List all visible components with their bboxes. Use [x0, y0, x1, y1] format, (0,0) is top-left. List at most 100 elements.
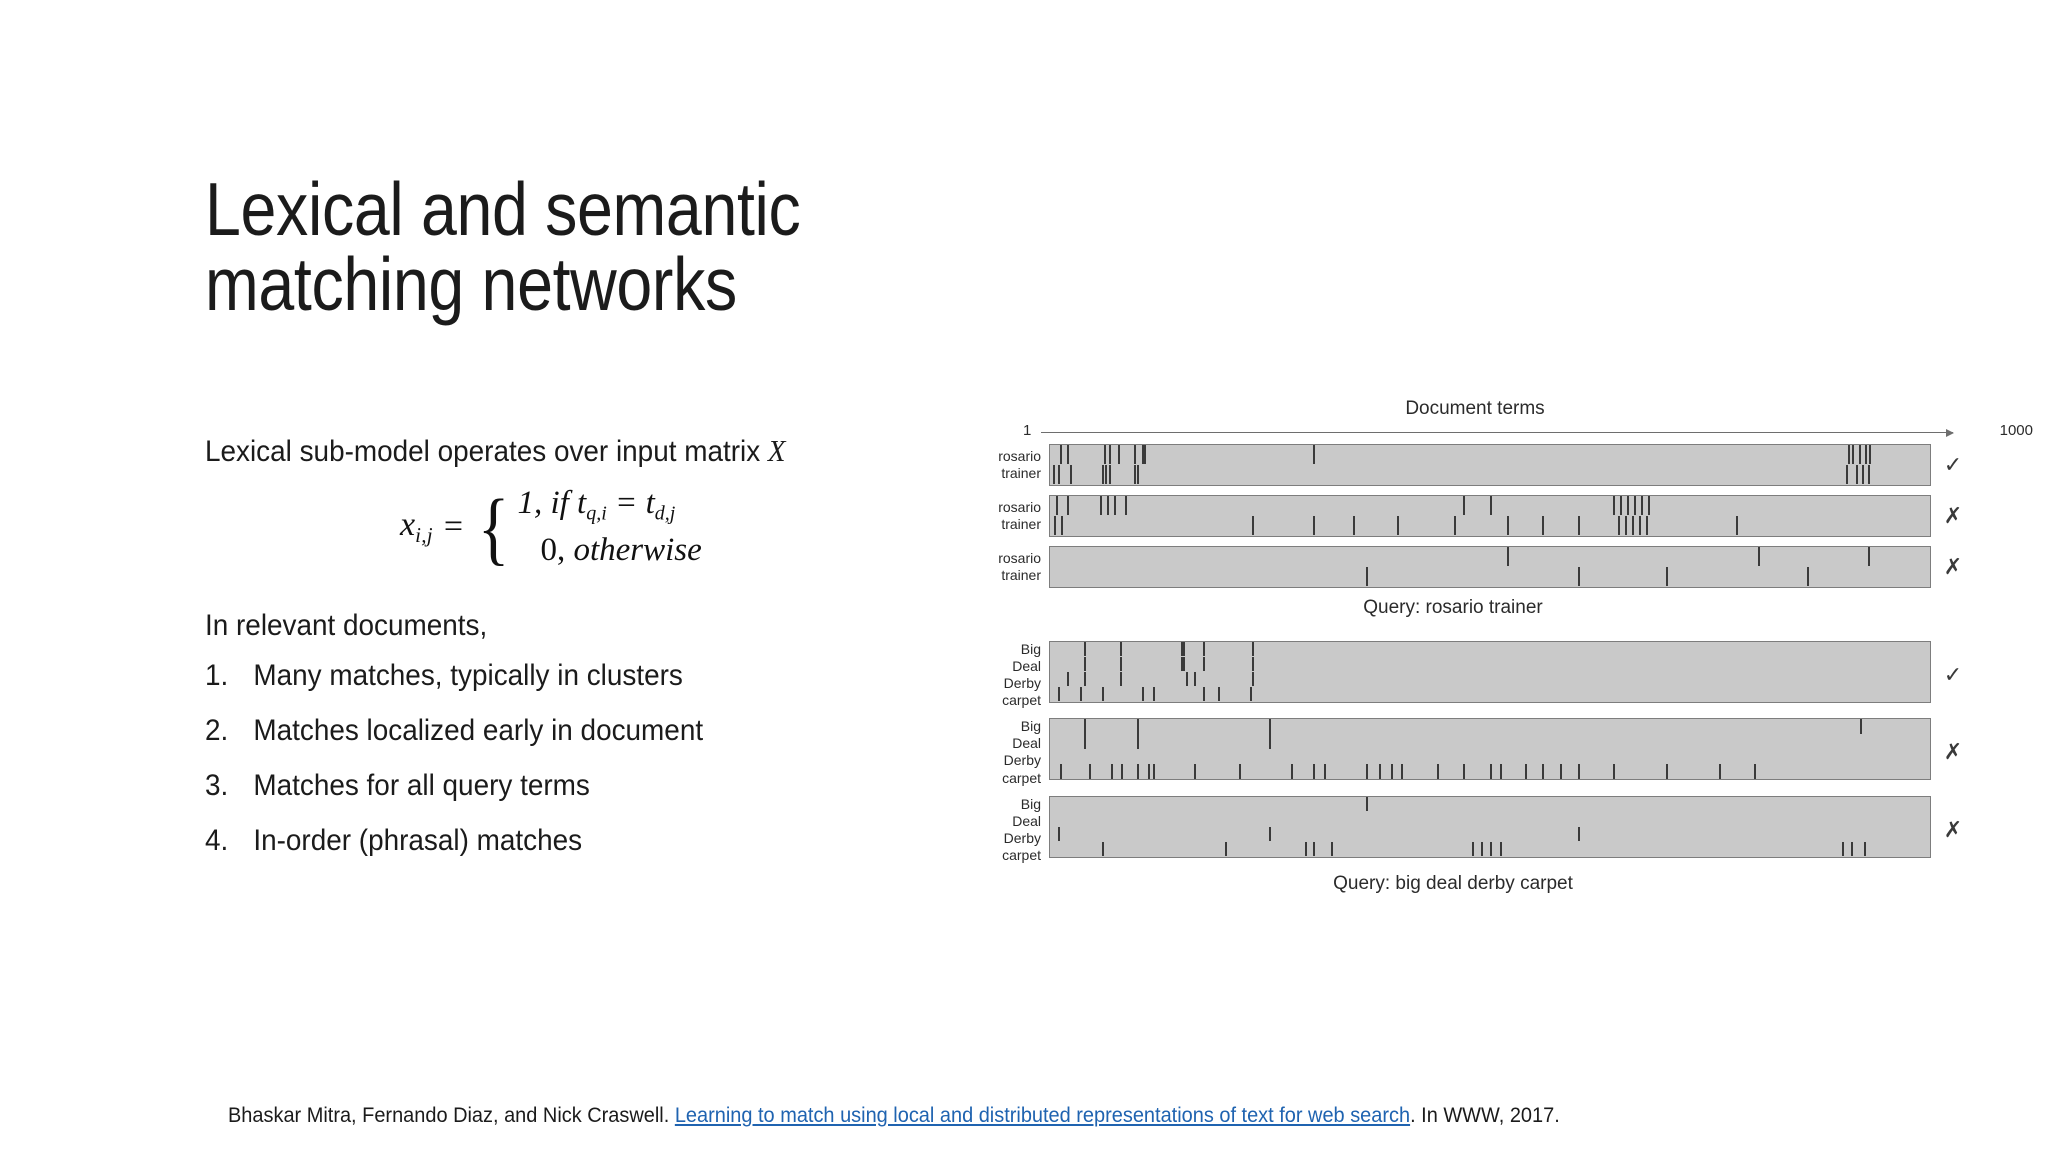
match-tick [1110, 764, 1113, 779]
match-tick [1133, 445, 1136, 464]
list-item: 1. Many matches, typically in clusters [205, 659, 865, 693]
match-tick [1736, 516, 1739, 535]
query-term-label: Big [1020, 795, 1041, 812]
match-tick [1507, 547, 1510, 566]
citation-link[interactable]: Learning to match using local and distri… [674, 1104, 1411, 1127]
query-term-label: Deal [1012, 812, 1041, 829]
match-tick [1304, 841, 1307, 856]
document-terms-axis: Document terms 1 1000 [975, 398, 2033, 444]
match-tick [1480, 841, 1483, 856]
table-row: rosario trainer ✓ [975, 444, 1975, 486]
list-item-number: 4. [205, 824, 229, 858]
match-tick [1084, 719, 1087, 734]
match-tick [1137, 734, 1140, 749]
query-term-label: rosario [998, 498, 1041, 515]
match-tick [1124, 496, 1127, 515]
table-row: Big Deal Derby carpet ✗ [975, 718, 1975, 786]
match-tick [1119, 672, 1122, 687]
query-caption: Query: big deal derby carpet [1333, 872, 1573, 894]
row-term-labels: Big Deal Derby carpet [975, 641, 1049, 709]
match-tick [1059, 445, 1062, 464]
match-strip [1049, 795, 1931, 858]
match-tick [1648, 496, 1651, 515]
match-tick [1864, 445, 1867, 464]
match-tick [1183, 642, 1185, 657]
list-item: 3. Matches for all query terms [205, 769, 865, 803]
match-tick [1331, 841, 1333, 856]
list-item-number: 2. [205, 714, 229, 748]
match-tick [1577, 567, 1580, 586]
match-tick [1463, 764, 1466, 779]
match-tick [1066, 496, 1069, 515]
list-item: 2. Matches localized early in document [205, 714, 865, 748]
match-tick [1088, 764, 1091, 779]
match-tick [1225, 841, 1228, 856]
match-tick [1577, 516, 1580, 535]
list-item-label: In-order (phrasal) matches [253, 824, 583, 858]
query-term-label: Derby [1003, 675, 1041, 692]
match-tick [1758, 547, 1761, 566]
match-tick [1183, 657, 1185, 672]
match-tick [1463, 496, 1466, 515]
equation-lhs: xi,j [400, 506, 433, 548]
query-term-label: trainer [1001, 465, 1041, 481]
match-tick [1057, 826, 1060, 841]
match-tick [1862, 465, 1865, 484]
match-strip [1049, 546, 1931, 588]
match-tick [1109, 445, 1112, 464]
match-tick [1507, 516, 1510, 535]
match-tick [1856, 465, 1858, 484]
match-tick [1858, 445, 1861, 464]
list-item-label: Matches for all query terms [253, 769, 590, 803]
query-group-rosario-trainer: rosario trainer ✓ rosario trainer ✗ rosa… [975, 444, 1975, 619]
match-tick [1251, 642, 1254, 657]
match-tick [1084, 657, 1087, 672]
match-tick [1366, 764, 1369, 779]
match-tick [1366, 796, 1369, 811]
match-tick [1863, 841, 1866, 856]
list-item-label: Matches localized early in document [253, 714, 704, 748]
match-tick [1203, 642, 1206, 657]
match-tick [1524, 764, 1527, 779]
match-tick [1852, 445, 1855, 464]
match-tick [1181, 657, 1184, 672]
query-term-label: rosario [998, 447, 1041, 464]
query-term-label: carpet [1002, 769, 1041, 786]
match-tick [1137, 719, 1140, 734]
match-tick [1084, 734, 1087, 749]
match-tick [1632, 516, 1635, 535]
match-tick [1542, 516, 1545, 535]
list-item-number: 1. [205, 659, 229, 693]
match-tick [1542, 764, 1545, 779]
match-tick [1868, 465, 1871, 484]
lead-matrix-symbol: X [767, 433, 786, 468]
match-tick [1057, 465, 1060, 484]
match-tick [1612, 496, 1615, 515]
table-row: rosario trainer ✗ [975, 495, 1975, 537]
match-tick [1436, 764, 1439, 779]
match-tick [1850, 841, 1853, 856]
row-term-labels: Big Deal Derby carpet [975, 796, 1049, 864]
equation-lhs-sub: i,j [415, 523, 433, 547]
match-tick [1052, 465, 1055, 484]
match-tick [1366, 567, 1369, 586]
status-badge: ✓ [1943, 452, 1963, 477]
match-tick [1066, 672, 1069, 687]
table-row: rosario trainer ✗ [975, 546, 1975, 588]
citation-footer: Bhaskar Mitra, Fernando Diaz, and Nick C… [228, 1104, 1843, 1128]
table-row: Big Deal Derby carpet ✗ [975, 795, 1975, 864]
match-tick [1251, 657, 1254, 672]
match-tick [1203, 657, 1206, 672]
match-tick [1634, 496, 1637, 515]
match-tick [1059, 764, 1062, 779]
status-badge: ✓ [1943, 662, 1963, 688]
match-tick [1251, 672, 1254, 687]
citation-venue: . In WWW, 2017. [1410, 1104, 1560, 1127]
match-tick [1119, 642, 1122, 657]
match-tick [1454, 516, 1457, 535]
query-term-label: Derby [1003, 752, 1041, 769]
match-tick [1137, 465, 1140, 484]
match-tick [1054, 516, 1057, 535]
match-tick [1203, 687, 1206, 702]
